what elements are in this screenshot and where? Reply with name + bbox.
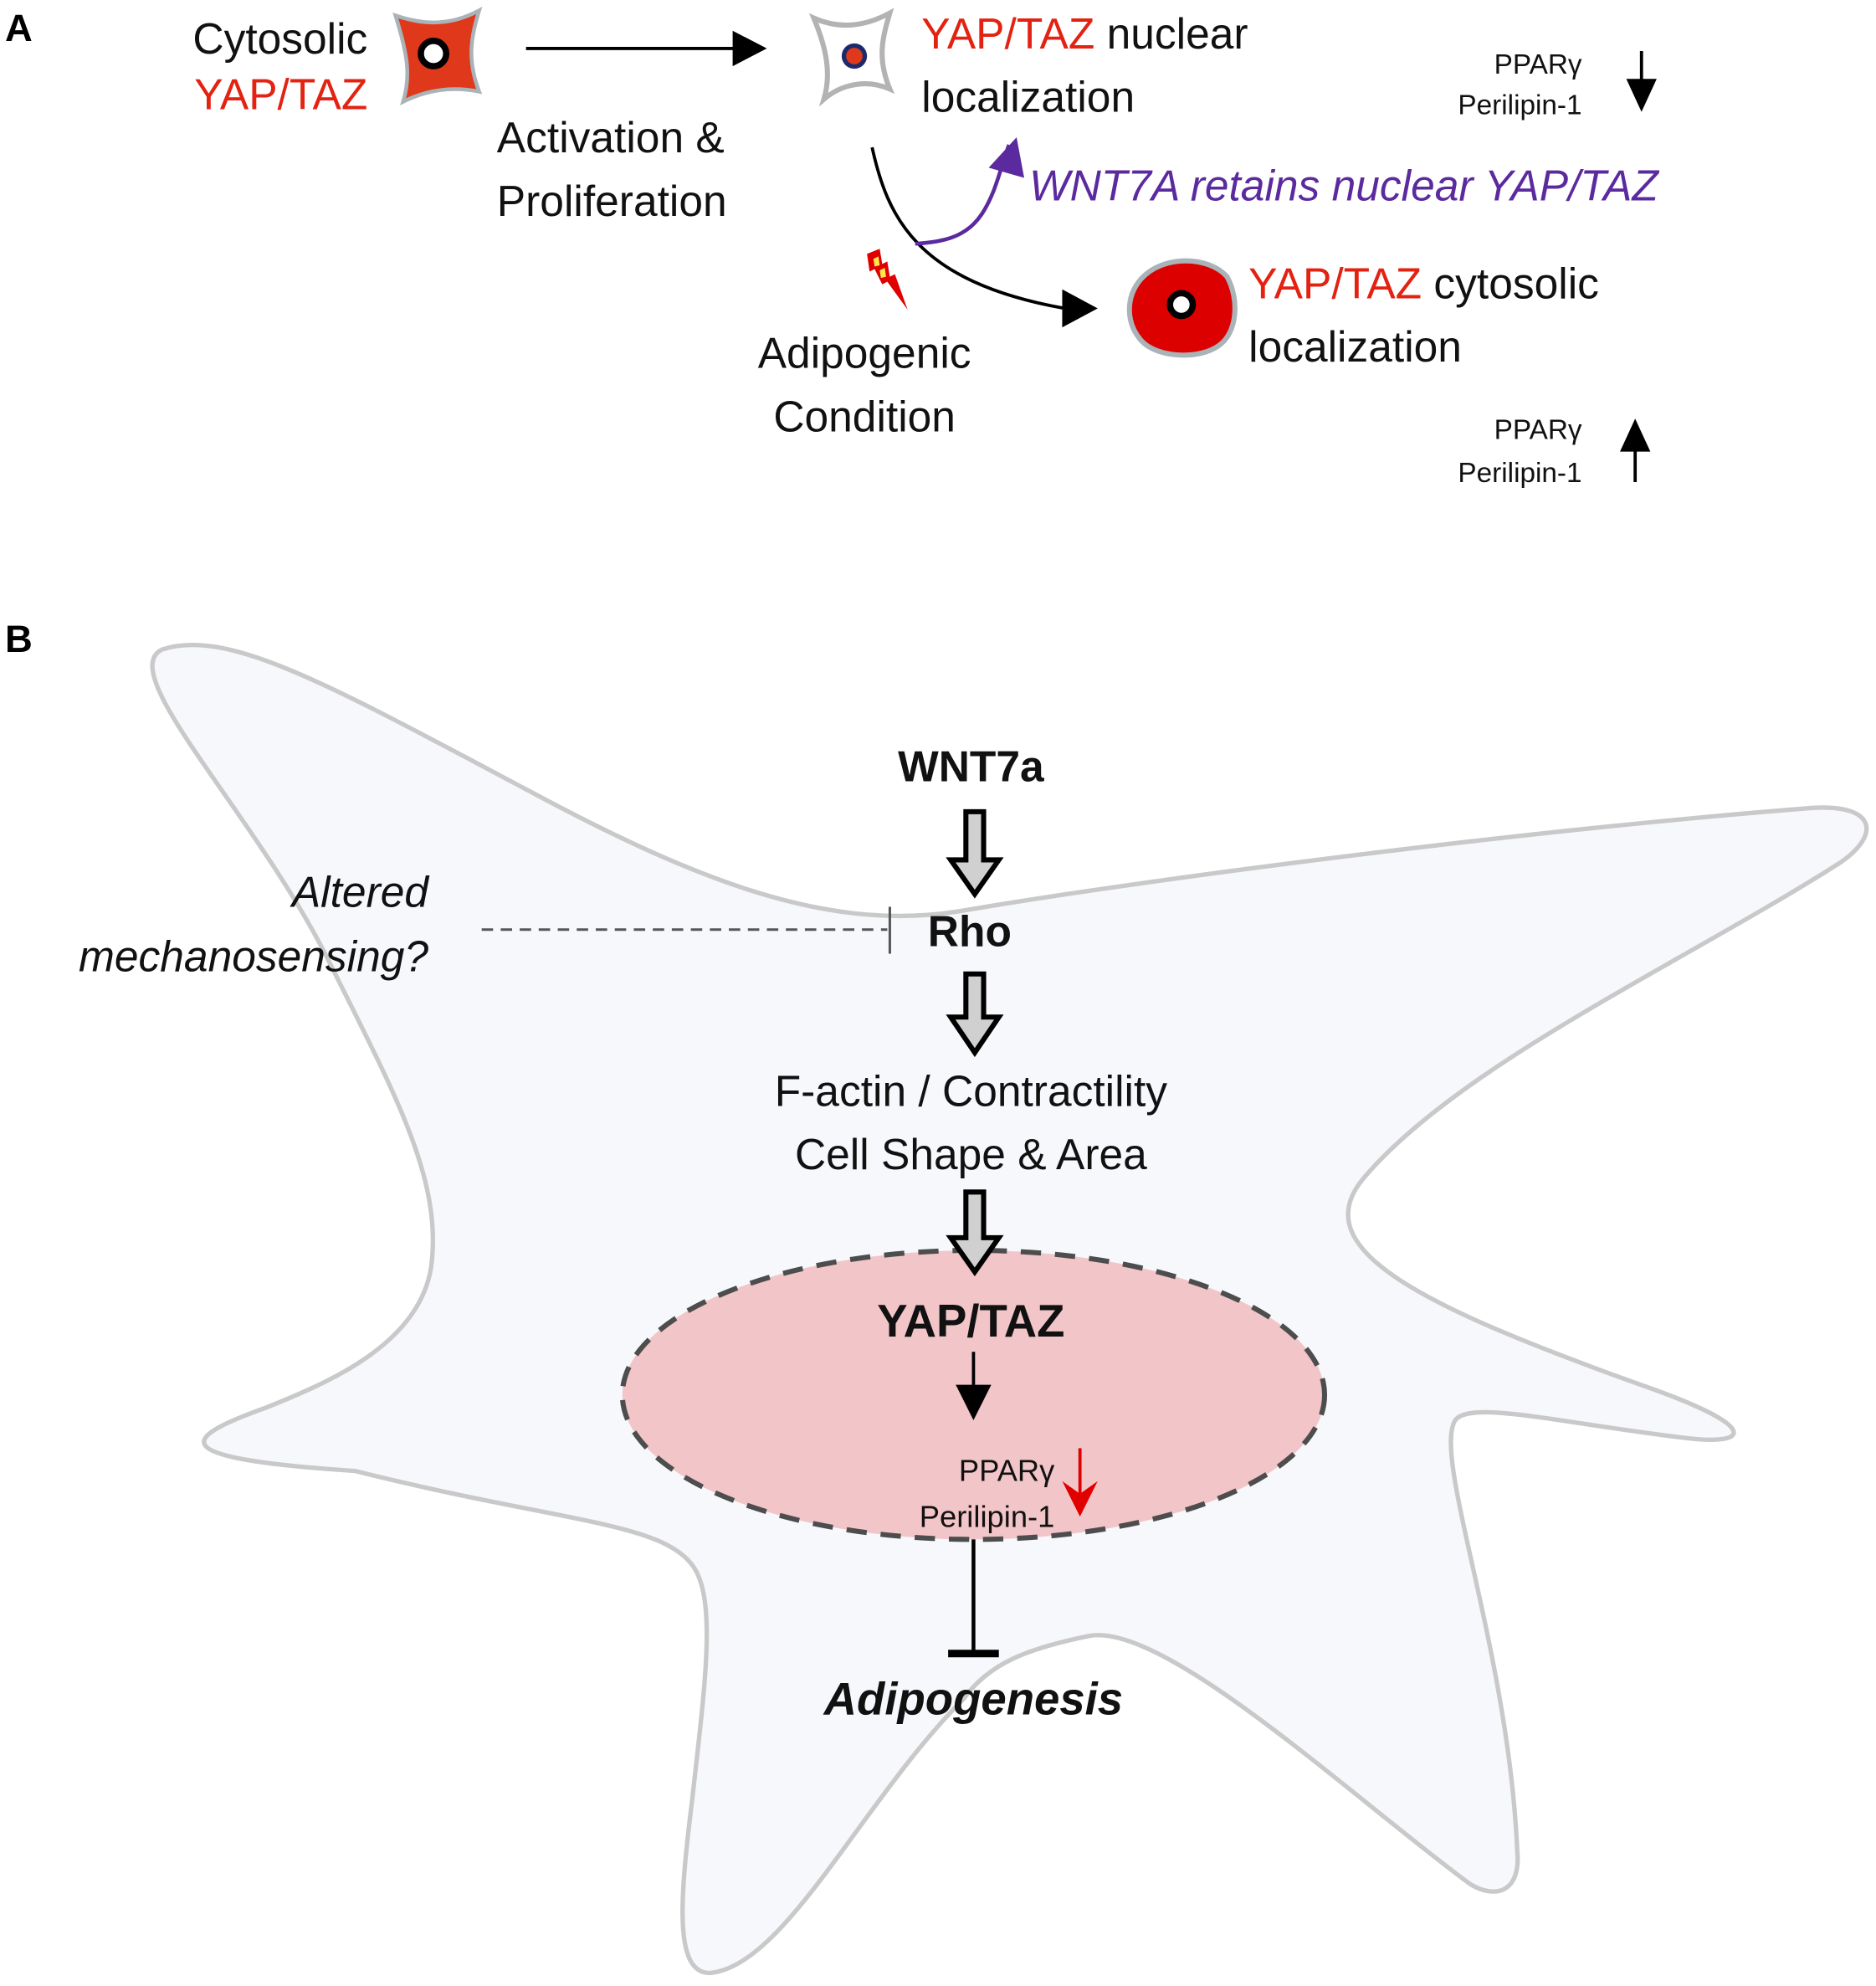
nuclear-localization-line2: localization — [921, 73, 1135, 121]
adipogenic-arrowhead-icon — [1062, 289, 1098, 328]
wnt-retention-arrowhead-icon — [988, 136, 1025, 178]
wnt-retains-note: WNT7A retains nuclear YAP/TAZ — [1029, 162, 1659, 210]
yaptaz-to-markers-arrow-icon — [956, 1352, 992, 1421]
down-arrow-icon — [1626, 50, 1657, 112]
cytosolic-yaptaz-highlight: YAP/TAZ — [1248, 259, 1422, 307]
cytosolic-yaptaz-label: YAP/TAZ — [194, 70, 367, 119]
proliferation-label: Proliferation — [497, 177, 727, 225]
red-down-arrow-icon — [1062, 1448, 1098, 1517]
yaptaz-nuclear-label: YAP/TAZ — [877, 1296, 1064, 1347]
cytosolic-label: Cytosolic — [192, 14, 367, 63]
lightning-bolt-icon — [867, 249, 908, 310]
panel-b-label: B — [5, 618, 33, 660]
cytosolic-pparg-label: PPARγ — [1494, 415, 1582, 446]
condition-label: Condition — [773, 392, 956, 440]
cell-shape-label: Cell Shape & Area — [795, 1130, 1147, 1178]
nuclear-yaptaz-highlight: YAP/TAZ — [921, 9, 1094, 58]
adipogenesis-label: Adipogenesis — [823, 1673, 1123, 1724]
mechanosensing-label: mechanosensing? — [79, 932, 428, 981]
panel-a-label: A — [5, 7, 33, 49]
pparg-label: PPARγ — [959, 1454, 1055, 1488]
hollow-arrow-wnt-rho-icon — [946, 808, 1004, 899]
activation-arrowhead-icon — [732, 30, 767, 67]
rho-label: Rho — [928, 906, 1012, 955]
activation-label: Activation & — [497, 113, 725, 162]
nuclear-perilipin-label: Perilipin-1 — [1458, 90, 1581, 121]
factin-label: F-actin / Contractility — [775, 1066, 1168, 1115]
cytosolic-perilipin-label: Perilipin-1 — [1458, 458, 1581, 489]
wnt-retention-arrow — [915, 144, 1011, 246]
up-arrow-icon — [1619, 418, 1651, 483]
wnt7a-label: WNT7a — [898, 742, 1044, 791]
cytosolic-word: cytosolic — [1422, 259, 1599, 307]
cytosolic-localization-line2: localization — [1248, 322, 1462, 371]
nuclear-localization-title: YAP/TAZ nuclear — [921, 9, 1248, 58]
cytosolic-yaptaz-cell-icon — [1126, 258, 1238, 358]
altered-label: Altered — [290, 867, 430, 916]
cytosolic-localization-title: YAP/TAZ cytosolic — [1248, 259, 1599, 307]
nuclear-word: nuclear — [1094, 9, 1248, 58]
cytosolic-cell-icon — [392, 6, 483, 105]
hollow-arrow-rho-factin-icon — [946, 971, 1004, 1058]
perilipin-label: Perilipin-1 — [920, 1499, 1055, 1533]
hollow-arrow-factin-yaptaz-icon — [946, 1189, 1004, 1277]
adipogenic-label: Adipogenic — [758, 329, 971, 377]
nuclear-pparg-label: PPARγ — [1494, 49, 1582, 80]
nuclear-yaptaz-cell-icon — [808, 8, 895, 107]
